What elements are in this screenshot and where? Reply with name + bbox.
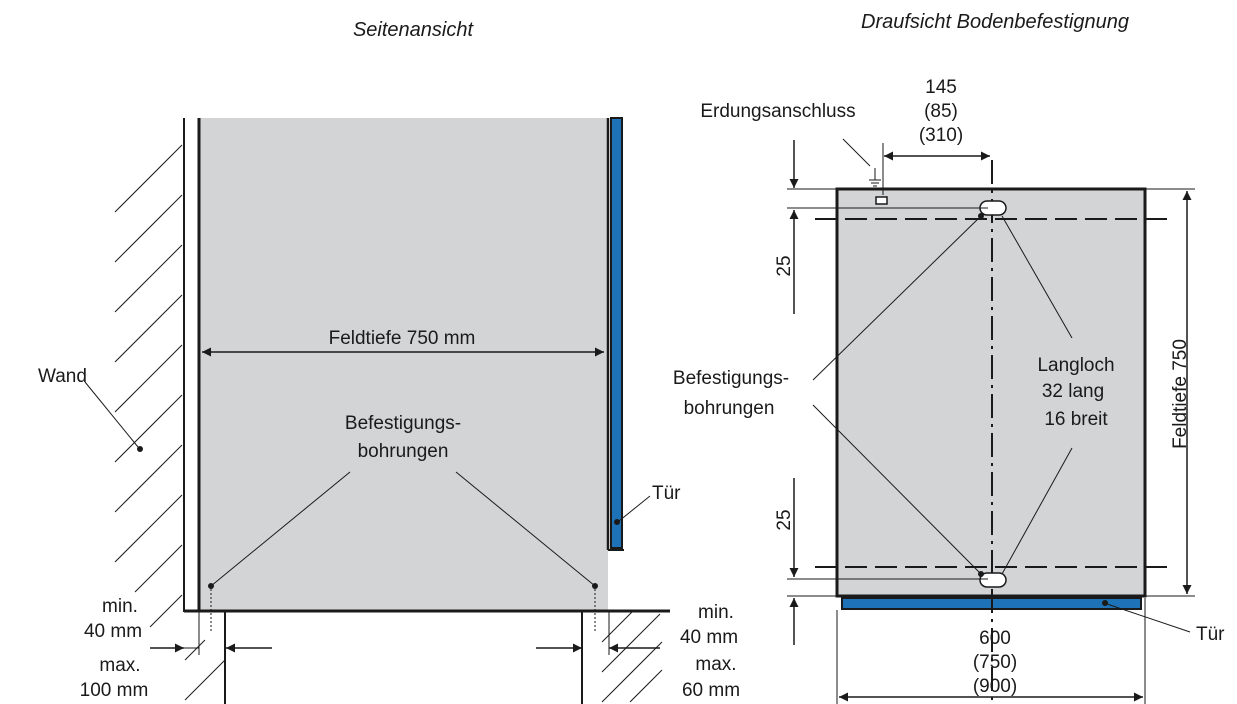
- width-label-2: (750): [973, 652, 1017, 673]
- slot-bottom: [979, 572, 1007, 588]
- left-max-1: max.: [99, 655, 140, 676]
- door-side: [610, 117, 623, 549]
- dim-top-1: 145: [925, 77, 957, 98]
- cabinet-side: [199, 118, 608, 611]
- left-min-2: 40 mm: [84, 621, 142, 642]
- width-label-1: 600: [979, 628, 1011, 649]
- holes-label-top-1: Befestigungs-: [673, 368, 789, 389]
- right-min-1: min.: [698, 602, 734, 623]
- top-view: Erdungsanschluss 145 (85) (310) 25 25 Be…: [673, 77, 1225, 704]
- wall-label: Wand: [38, 366, 87, 387]
- dim-top-3: (310): [919, 125, 963, 146]
- width-label-3: (900): [973, 676, 1017, 697]
- wall-hatching: [114, 144, 226, 701]
- dim-top-2: (85): [924, 101, 958, 122]
- dim-25-a: 25: [774, 255, 795, 276]
- right-max-1: max.: [695, 654, 736, 675]
- side-view: Feldtiefe 750 mm Befestigungs- bohrungen…: [38, 117, 740, 704]
- slot-label-3: 16 breit: [1044, 409, 1108, 430]
- slot-label-1: Langloch: [1037, 355, 1114, 376]
- holes-label-side-2: bohrungen: [358, 441, 449, 462]
- door-label-side: Tür: [652, 483, 681, 504]
- right-min-2: 40 mm: [680, 627, 738, 648]
- dim-25-b: 25: [774, 509, 795, 530]
- title-top-view: Draufsicht Bodenbefestignung: [861, 11, 1129, 33]
- holes-label-side-1: Befestigungs-: [345, 413, 461, 434]
- ground-terminal: [875, 196, 888, 205]
- ground-icon: [869, 168, 881, 187]
- ground-label: Erdungsanschluss: [700, 101, 855, 122]
- depth-label: Feldtiefe 750 mm: [329, 328, 476, 349]
- title-side-view: Seitenansicht: [353, 19, 475, 41]
- slot-label-2: 32 lang: [1042, 381, 1104, 402]
- left-min-1: min.: [102, 596, 138, 617]
- right-max-2: 60 mm: [682, 680, 740, 701]
- door-label-top: Tür: [1196, 624, 1225, 645]
- left-max-2: 100 mm: [80, 680, 149, 701]
- holes-label-top-2: bohrungen: [684, 398, 775, 419]
- depth-label-top: Feldtiefe 750: [1170, 339, 1191, 449]
